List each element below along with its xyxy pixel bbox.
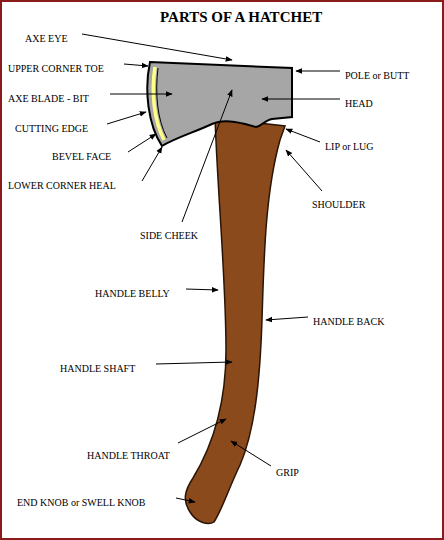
part-label-box: UPPER CORNER TOE [8, 58, 104, 76]
bevel-strip [153, 67, 164, 140]
axe-head-shape [147, 62, 292, 146]
part-label: LIP or LUG [325, 141, 374, 152]
leader-lines [82, 34, 340, 502]
part-label: HANDLE THROAT [87, 450, 170, 461]
part-label: HANDLE BACK [313, 316, 384, 327]
handle-shape [185, 118, 285, 524]
part-label: HANDLE SHAFT [60, 363, 135, 374]
diagram-title-box: PARTS OF A HATCHET [160, 8, 322, 26]
part-label: HANDLE BELLY [95, 288, 170, 299]
part-label-box: AXE EYE [25, 28, 68, 46]
part-label-box: AXE BLADE - BIT [8, 88, 89, 106]
part-label-box: POLE or BUTT [345, 65, 409, 83]
part-label-box: LOWER CORNER HEAL [8, 175, 116, 193]
part-label-box: END KNOB or SWELL KNOB [17, 492, 146, 510]
part-label: LOWER CORNER HEAL [8, 180, 116, 191]
part-label-box: CUTTING EDGE [15, 118, 88, 136]
part-label: END KNOB or SWELL KNOB [17, 497, 146, 508]
part-label: SHOULDER [312, 199, 365, 210]
part-label-box: GRIP [276, 462, 299, 480]
part-label: UPPER CORNER TOE [8, 63, 104, 74]
part-label: POLE or BUTT [345, 70, 409, 81]
part-label-box: HEAD [345, 93, 373, 111]
part-label-box: HANDLE SHAFT [60, 358, 135, 376]
part-label-box: HANDLE THROAT [87, 445, 170, 463]
part-label: GRIP [276, 467, 299, 478]
diagram-title: PARTS OF A HATCHET [160, 9, 322, 25]
part-label-box: HANDLE BELLY [95, 283, 170, 301]
part-label: AXE EYE [25, 33, 68, 44]
part-label-box: SIDE CHEEK [140, 225, 198, 243]
part-label: AXE BLADE - BIT [8, 93, 89, 104]
part-label-box: BEVEL FACE [52, 146, 111, 164]
part-label: HEAD [345, 98, 373, 109]
part-label: SIDE CHEEK [140, 230, 198, 241]
part-label: CUTTING EDGE [15, 123, 88, 134]
part-label: BEVEL FACE [52, 151, 111, 162]
part-label-box: LIP or LUG [325, 136, 374, 154]
part-label-box: HANDLE BACK [313, 311, 384, 329]
part-label-box: SHOULDER [312, 194, 365, 212]
bevel-line [157, 68, 167, 138]
